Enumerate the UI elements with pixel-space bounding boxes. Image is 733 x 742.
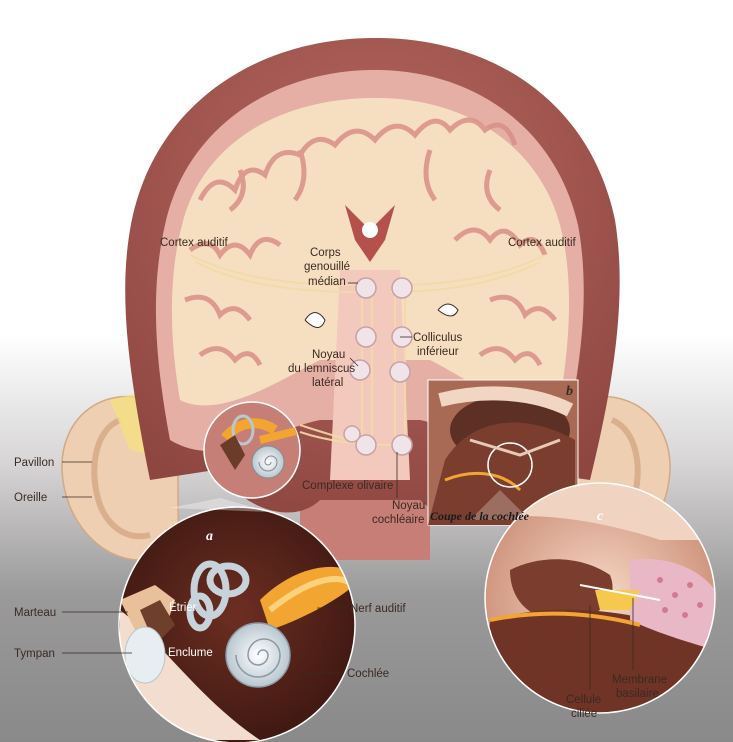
- label-oreille: Oreille: [14, 492, 47, 504]
- label-cortex-auditif-left: Cortex auditif: [160, 237, 229, 249]
- label-cellule-ciliee-2: ciliée: [571, 708, 597, 720]
- label-cochlee: Cochlée: [347, 668, 389, 680]
- label-etrier: Étrier: [169, 601, 197, 614]
- label-corps-genouille-2: genouillé: [304, 261, 350, 273]
- label-cellule-ciliee-1: Cellule: [566, 694, 601, 706]
- label-tympan: Tympan: [14, 648, 55, 660]
- label-complexe-olivaire: Complexe olivaire: [302, 480, 393, 492]
- label-noyau-cochleaire-2: cochléaire: [372, 514, 424, 526]
- label-pavillon: Pavillon: [14, 457, 54, 469]
- label-colliculus-2: inférieur: [417, 346, 459, 358]
- label-enclume: Enclume: [168, 647, 213, 659]
- label-cortex-auditif-right: Cortex auditif: [508, 237, 577, 249]
- label-membrane-basilaire-1: Membrane: [612, 674, 667, 686]
- label-corps-genouille-3: médian: [308, 276, 346, 288]
- label-noyau-lemniscus-3: latéral: [312, 377, 343, 389]
- panel-letter-b: b: [566, 384, 573, 399]
- label-colliculus-1: Colliculus: [413, 332, 462, 344]
- label-membrane-basilaire-2: basilaire: [616, 688, 659, 700]
- label-corps-genouille-1: Corps: [310, 247, 341, 259]
- caption-coupe-cochlee: Coupe de la cochlée: [430, 509, 530, 523]
- label-nerf-auditif: Nerf auditif: [350, 603, 406, 615]
- label-noyau-cochleaire-1: Noyau: [392, 500, 425, 512]
- label-noyau-lemniscus-2: du lemniscus: [288, 363, 355, 375]
- panel-letter-a: a: [206, 529, 213, 544]
- panel-letter-c: c: [597, 509, 604, 524]
- label-marteau: Marteau: [14, 607, 56, 619]
- ventricle-core: [362, 222, 378, 238]
- label-noyau-lemniscus-1: Noyau: [312, 349, 345, 361]
